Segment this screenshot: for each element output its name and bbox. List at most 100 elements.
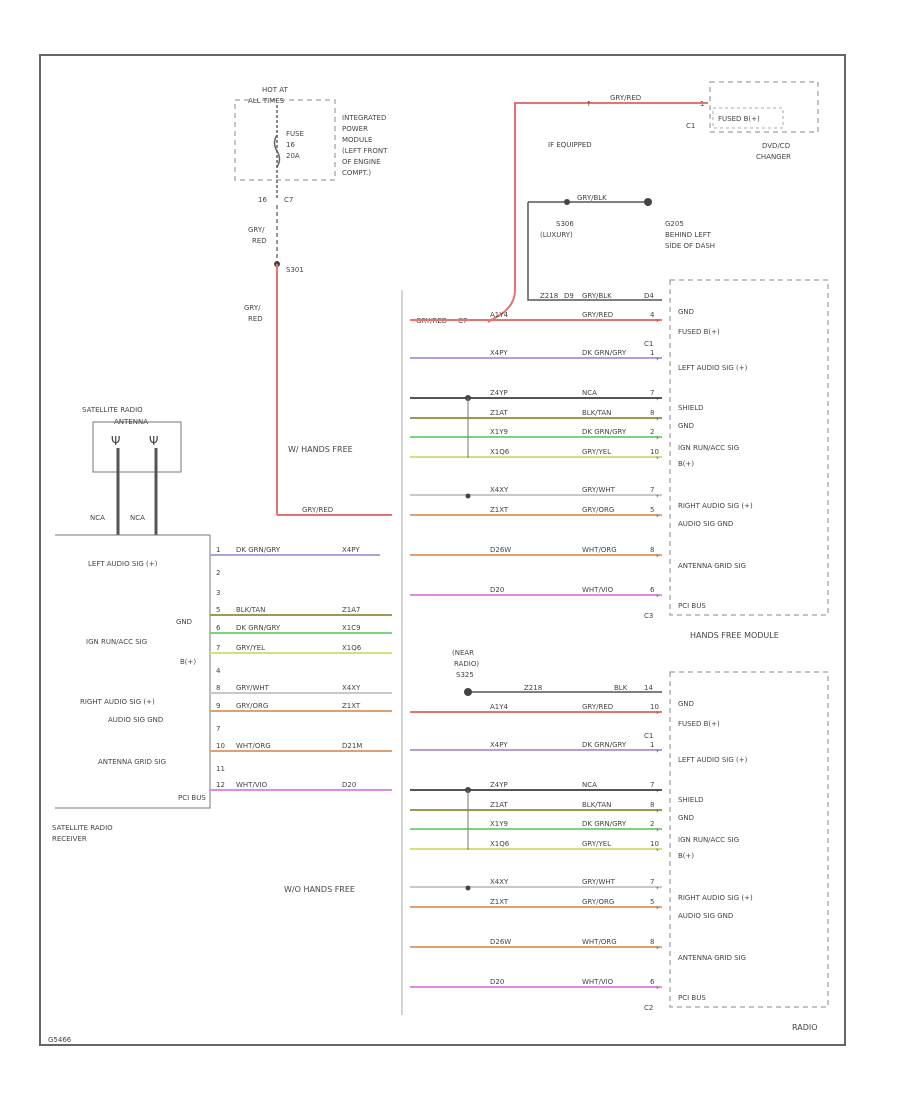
radio-arrow-7: ›: [656, 904, 659, 912]
radio-label-5: IGN RUN/ACC SIG: [678, 836, 739, 844]
ground-g205: [644, 198, 652, 206]
rx-audio-gnd: AUDIO SIG GND: [108, 716, 163, 724]
diagram-code: G5466: [48, 1036, 72, 1044]
rx-circuit-0: X4PY: [342, 546, 360, 554]
ipm-label-4: (LEFT FRONT: [342, 147, 388, 155]
ipm-label-1: INTEGRATED: [342, 114, 386, 122]
radio-wire-color-5: GRY/YEL: [582, 840, 611, 848]
hfm-arrow-4: ›: [656, 434, 659, 442]
diagram-frame: [39, 54, 846, 1046]
wire2-color-b: RED: [248, 315, 263, 323]
changer-connector: C1: [686, 122, 695, 130]
radio-label-7: RIGHT AUDIO SIG (+): [678, 894, 753, 902]
radio-wire-color-7: GRY/ORG: [582, 898, 614, 906]
radio-pin-5: 10: [650, 840, 659, 848]
hfm-wire-color-4: DK GRN/GRY: [582, 428, 627, 436]
radio-option-label: W/O HANDS FREE: [284, 885, 355, 894]
rx-antenna: ANTENNA GRID SIG: [98, 758, 166, 766]
radio-wire-color-9: WHT/VIO: [582, 978, 614, 986]
receiver-name-1: SATELLITE RADIO: [52, 824, 113, 832]
red-to-hfm-label: GRY/RED: [302, 506, 333, 514]
radio-circuit-4: X1Y9: [490, 820, 508, 828]
rx-pin-unused-0: 2: [216, 569, 220, 577]
rx-left-audio: LEFT AUDIO SIG (+): [88, 560, 158, 568]
hfm-arrow-3: ›: [656, 415, 659, 423]
coax-1-label: NCA: [90, 514, 105, 522]
ipm-label-2: POWER: [342, 125, 368, 133]
radio-label-0: GND: [678, 700, 694, 708]
hfm-label-1: FUSED B(+): [678, 328, 720, 336]
hfm-pin-5: 10: [650, 448, 659, 456]
radio-arrow-0: ›: [656, 709, 659, 717]
rx-pin-7: 12: [216, 781, 225, 789]
receiver-box: [55, 534, 211, 809]
rx-pin-unused-3: 7: [216, 725, 220, 733]
radio-circuit-0: A1Y4: [490, 703, 509, 711]
hfm-pin-9: 6: [650, 586, 655, 594]
radio-ground-circuit: Z218: [524, 684, 542, 692]
all-times-label: ALL TIMES: [248, 97, 285, 105]
hfm-arrow-1: ›: [656, 355, 659, 363]
antenna-title-2: ANTENNA: [114, 418, 148, 426]
splice-s306: [564, 199, 570, 205]
s325-line1: (NEAR: [452, 649, 474, 657]
rx-pin-0: 1: [216, 546, 220, 554]
radio-label-6: B(+): [678, 852, 694, 860]
fuse-rating: 20A: [286, 152, 300, 160]
hfm-circuit-5: X1Q6: [490, 448, 510, 456]
rx-wire-color-2: DK GRN/GRY: [236, 624, 281, 632]
hfm-label-9: ANTENNA GRID SIG: [678, 562, 746, 570]
rx-circuit-7: D20: [342, 781, 356, 789]
radio-wire-color-0: GRY/RED: [582, 703, 613, 711]
radio-arrow-1: ›: [656, 747, 659, 755]
rx-pin-6: 10: [216, 742, 225, 750]
hfm-circuit-7: Z1XT: [490, 506, 509, 514]
ground-wire-label: GRY/BLK: [577, 194, 607, 202]
splice-s325: [464, 688, 472, 696]
hfm-option-label: W/ HANDS FREE: [288, 445, 353, 454]
hfm-pin-8: 8: [650, 546, 654, 554]
rx-circuit-1: Z1A7: [342, 606, 361, 614]
hfm-pin-7: 5: [650, 506, 654, 514]
ipm-label-3: MODULE: [342, 136, 372, 144]
rx-pin-unused-2: 4: [216, 667, 221, 675]
hfm-label-3: SHIELD: [678, 404, 703, 412]
s325-line2: RADIO): [454, 660, 479, 668]
radio-label-8: AUDIO SIG GND: [678, 912, 733, 920]
hfm-wire-color-7: GRY/ORG: [582, 506, 614, 514]
hfm-wire-color-1: DK GRN/GRY: [582, 349, 627, 357]
radio-label-1: FUSED B(+): [678, 720, 720, 728]
antenna-box: [92, 421, 182, 473]
radio-circuit-9: D20: [490, 978, 504, 986]
rx-wire-color-7: WHT/VIO: [236, 781, 268, 789]
radio-label-10: PCI BUS: [678, 994, 706, 1002]
hfm-pin-3: 8: [650, 409, 654, 417]
radio-circuit-7: Z1XT: [490, 898, 509, 906]
fuse-label: FUSE: [286, 130, 304, 138]
hfm-label-0: GND: [678, 308, 694, 316]
radio-label-3: SHIELD: [678, 796, 703, 804]
rx-circuit-4: X4XY: [342, 684, 361, 692]
rx-circuit-6: D21M: [342, 742, 362, 750]
radio-shield-splice-2: [465, 885, 471, 891]
changer-name-1: DVD/CD: [762, 142, 790, 150]
radio-pin-6: 7: [650, 878, 654, 886]
radio-pin-1: 1: [650, 741, 654, 749]
radio-circuit-5: X1Q6: [490, 840, 510, 848]
ground-wire-color: GRY/BLK: [582, 292, 612, 300]
if-equipped-label: IF EQUIPPED: [548, 141, 592, 149]
radio-pin-8: 8: [650, 938, 654, 946]
radio-circuit-6: X4XY: [490, 878, 509, 886]
hfm-wire-color-9: WHT/VIO: [582, 586, 614, 594]
radio-arrow-5: ›: [656, 846, 659, 854]
wire2-color-a: GRY/: [244, 304, 261, 312]
rx-circuit-5: Z1XT: [342, 702, 361, 710]
g205-sub2: SIDE OF DASH: [665, 242, 715, 250]
rx-pci: PCI BUS: [178, 794, 206, 802]
rx-gnd: GND: [176, 618, 192, 626]
fuse-symbol: [273, 134, 281, 168]
